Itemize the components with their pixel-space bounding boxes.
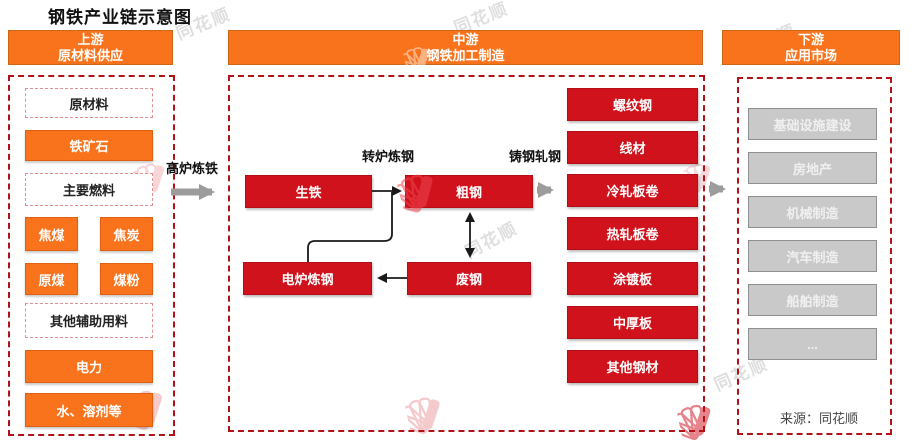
header-midstream-line2: 钢铁加工制造 — [426, 47, 505, 63]
box-label: 涂镀板 — [612, 272, 652, 287]
box-label: 汽车制造 — [786, 249, 839, 265]
box-label: 废钢 — [455, 272, 482, 287]
box-label: 机械制造 — [786, 205, 839, 221]
box-label: 水、溶剂等 — [56, 403, 122, 419]
box-label: 螺纹钢 — [612, 98, 652, 113]
node-scrap-steel: 废钢 — [407, 262, 531, 295]
product-rebar: 螺纹钢 — [567, 88, 698, 121]
product-medium-thick-plate: 中厚板 — [567, 306, 698, 339]
box-label: ... — [807, 336, 818, 352]
downstream-item-infrastructure: 基础设施建设 — [748, 108, 877, 140]
flow-label-converter-steelmaking: 转炉炼钢 — [362, 149, 415, 164]
flow-label-blast-furnace-ironmaking: 高炉炼铁 — [166, 161, 219, 176]
box-label: 主要燃料 — [62, 183, 115, 198]
upstream-item-water-solvents: 水、溶剂等 — [25, 393, 153, 427]
box-label: 电炉炼钢 — [281, 272, 334, 287]
upstream-item-other-auxiliary-label: 其他辅助用料 — [25, 303, 153, 338]
box-label: 其他辅助用料 — [49, 314, 128, 329]
downstream-item-automobile: 汽车制造 — [748, 240, 877, 272]
upstream-item-iron-ore: 铁矿石 — [25, 130, 153, 161]
node-pig-iron: 生铁 — [245, 175, 372, 208]
box-label: 基础设施建设 — [773, 117, 852, 133]
header-downstream-line1: 下游 — [797, 31, 824, 47]
downstream-item-real-estate: 房地产 — [748, 152, 877, 184]
product-coated-plate: 涂镀板 — [567, 262, 698, 295]
upstream-item-coal-powder: 煤粉 — [100, 263, 153, 295]
upstream-item-coke: 焦炭 — [100, 217, 153, 251]
node-electric-furnace-steelmaking: 电炉炼钢 — [243, 262, 372, 295]
product-wire-rod: 线材 — [567, 131, 698, 164]
header-upstream-line2: 原材料供应 — [57, 47, 123, 63]
upstream-item-coking-coal: 焦煤 — [25, 217, 78, 251]
flow-label-casting-rolling: 铸钢轧钢 — [509, 149, 562, 164]
product-other-steel: 其他钢材 — [567, 350, 698, 383]
box-label: 热轧板卷 — [606, 227, 659, 242]
header-upstream: 上游 原材料供应 — [8, 30, 173, 65]
box-label: 中厚板 — [612, 316, 652, 331]
midstream-panel — [228, 75, 705, 432]
box-label: 粗钢 — [455, 185, 482, 200]
box-label: 原材料 — [69, 96, 109, 112]
downstream-item-others-ellipsis: ... — [748, 328, 877, 360]
header-midstream: 中游 钢铁加工制造 — [228, 30, 703, 65]
product-hot-rolled-coil: 热轧板卷 — [567, 217, 698, 250]
downstream-panel — [737, 77, 892, 435]
header-downstream-line2: 应用市场 — [784, 47, 837, 63]
box-label: 焦炭 — [113, 227, 140, 243]
box-label: 房地产 — [792, 161, 832, 177]
box-label: 船舶制造 — [786, 293, 839, 309]
box-label: 电力 — [75, 360, 102, 375]
box-label: 线材 — [619, 141, 646, 156]
box-label: 生铁 — [295, 185, 322, 200]
page-title: 钢铁产业链示意图 — [48, 8, 192, 27]
header-downstream: 下游 应用市场 — [722, 30, 900, 65]
upstream-item-main-fuel-label: 主要燃料 — [25, 173, 153, 206]
node-crude-steel: 粗钢 — [405, 175, 533, 208]
box-label: 其他钢材 — [606, 360, 659, 375]
header-upstream-line1: 上游 — [77, 31, 104, 47]
upstream-item-raw-materials-label: 原材料 — [25, 88, 153, 118]
source-note: 来源：同花顺 — [780, 411, 859, 426]
header-midstream-line1: 中游 — [452, 31, 479, 47]
box-label: 煤粉 — [113, 272, 140, 288]
box-label: 原煤 — [38, 272, 65, 288]
upstream-item-raw-coal: 原煤 — [25, 263, 78, 295]
upstream-panel — [8, 75, 175, 436]
upstream-item-electricity: 电力 — [25, 350, 153, 383]
downstream-item-shipbuilding: 船舶制造 — [748, 284, 877, 316]
box-label: 焦煤 — [38, 227, 65, 243]
box-label: 冷轧板卷 — [606, 184, 659, 199]
box-label: 铁矿石 — [69, 139, 109, 154]
downstream-item-machinery: 机械制造 — [748, 196, 877, 228]
product-cold-rolled-coil: 冷轧板卷 — [567, 174, 698, 207]
